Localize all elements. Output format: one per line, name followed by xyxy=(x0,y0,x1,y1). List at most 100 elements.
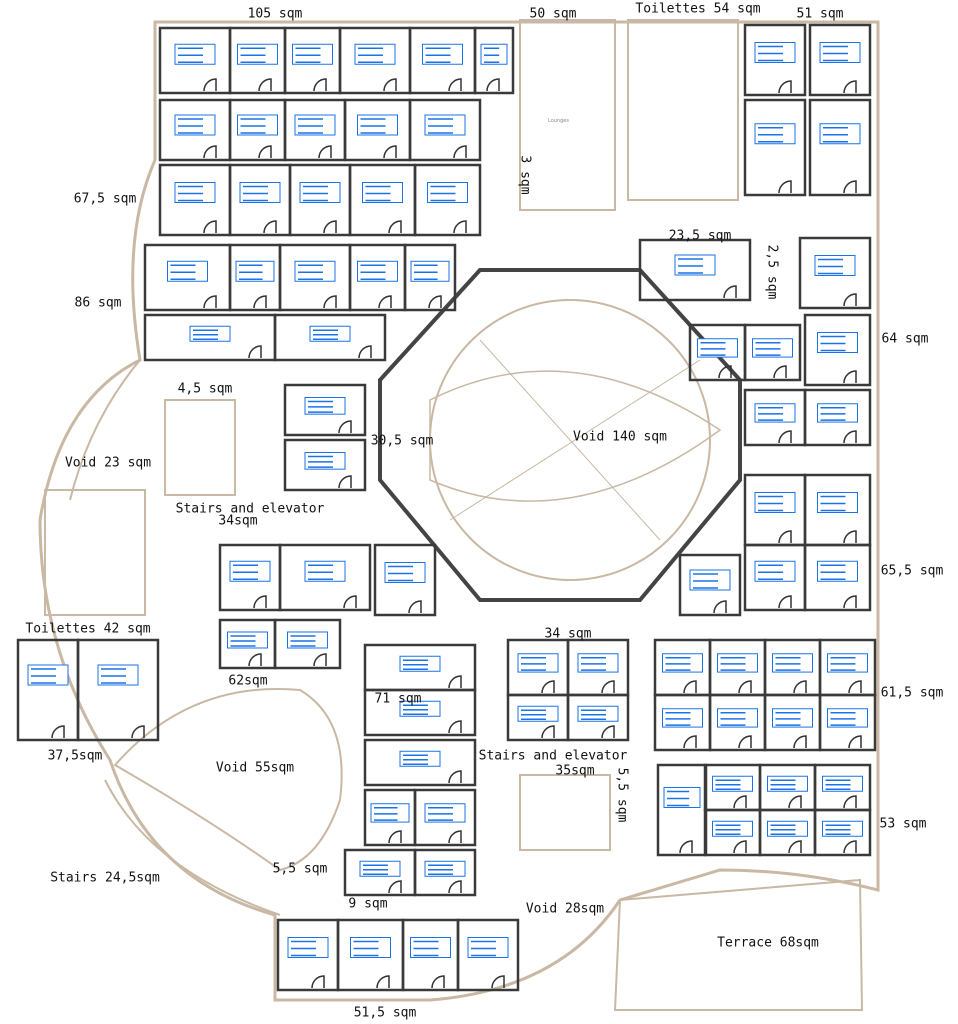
door-icon xyxy=(793,735,807,749)
room[interactable] xyxy=(758,763,817,812)
room[interactable] xyxy=(401,918,460,992)
room[interactable] xyxy=(218,618,277,670)
room[interactable] xyxy=(16,638,80,742)
door-icon xyxy=(843,840,857,854)
room-label-box xyxy=(384,562,426,583)
room[interactable] xyxy=(506,693,570,742)
door-icon xyxy=(51,725,65,739)
room[interactable] xyxy=(348,163,417,237)
room[interactable] xyxy=(703,763,762,812)
room[interactable] xyxy=(143,243,232,312)
room[interactable] xyxy=(818,693,877,752)
room-walls xyxy=(803,543,872,612)
room[interactable] xyxy=(158,98,232,162)
room[interactable] xyxy=(363,788,417,847)
room[interactable] xyxy=(338,26,412,95)
room[interactable] xyxy=(818,638,877,697)
room[interactable] xyxy=(413,848,477,897)
room[interactable] xyxy=(76,638,160,742)
room[interactable] xyxy=(708,638,767,697)
door-icon xyxy=(843,595,857,609)
room[interactable] xyxy=(743,388,807,447)
door-icon xyxy=(383,78,397,92)
room[interactable] xyxy=(278,543,372,612)
room[interactable] xyxy=(343,848,417,897)
room[interactable] xyxy=(413,163,482,237)
room[interactable] xyxy=(228,26,287,95)
room[interactable] xyxy=(218,543,282,612)
room[interactable] xyxy=(743,323,802,382)
room[interactable] xyxy=(803,473,872,547)
room[interactable] xyxy=(273,313,387,362)
room[interactable] xyxy=(703,808,762,857)
room[interactable] xyxy=(653,638,712,697)
room[interactable] xyxy=(403,243,457,312)
room[interactable] xyxy=(803,543,872,612)
door-icon xyxy=(733,840,747,854)
room[interactable] xyxy=(283,383,367,437)
room[interactable] xyxy=(813,808,872,857)
room[interactable] xyxy=(278,243,352,312)
room[interactable] xyxy=(566,693,630,742)
room-label-box xyxy=(689,569,731,591)
room[interactable] xyxy=(288,163,352,237)
room[interactable] xyxy=(656,763,708,857)
room[interactable] xyxy=(373,543,437,617)
room[interactable] xyxy=(276,918,340,992)
room[interactable] xyxy=(158,26,232,95)
room[interactable] xyxy=(283,26,342,95)
room[interactable] xyxy=(363,688,477,737)
room[interactable] xyxy=(473,26,515,95)
room[interactable] xyxy=(283,438,367,492)
room[interactable] xyxy=(408,26,477,95)
door-icon xyxy=(793,680,807,694)
room[interactable] xyxy=(348,243,407,312)
room-walls xyxy=(363,738,477,787)
door-icon xyxy=(541,725,555,739)
room[interactable] xyxy=(743,23,807,97)
room[interactable] xyxy=(798,236,872,310)
room[interactable] xyxy=(743,543,807,612)
door-icon xyxy=(733,795,747,809)
room[interactable] xyxy=(273,618,342,670)
room[interactable] xyxy=(808,23,872,97)
room[interactable] xyxy=(363,643,477,692)
room[interactable] xyxy=(343,98,412,162)
door-icon xyxy=(376,975,390,989)
room[interactable] xyxy=(638,238,752,302)
room[interactable] xyxy=(758,808,817,857)
room[interactable] xyxy=(653,693,712,752)
room[interactable] xyxy=(228,163,292,237)
room-label-box xyxy=(237,43,278,65)
door-icon xyxy=(491,975,505,989)
room[interactable] xyxy=(158,163,232,237)
room[interactable] xyxy=(743,98,807,197)
room[interactable] xyxy=(763,638,822,697)
room-walls xyxy=(803,313,872,387)
room[interactable] xyxy=(803,388,872,447)
room[interactable] xyxy=(678,553,742,617)
room[interactable] xyxy=(566,638,630,697)
room[interactable] xyxy=(408,98,482,162)
area-label-a305: 30,5 sqm xyxy=(371,434,434,449)
room[interactable] xyxy=(763,693,822,752)
room[interactable] xyxy=(743,473,807,547)
door-icon xyxy=(601,725,615,739)
room[interactable] xyxy=(228,98,287,162)
room[interactable] xyxy=(803,313,872,387)
door-icon xyxy=(428,295,442,309)
room[interactable] xyxy=(363,738,477,787)
room[interactable] xyxy=(143,313,277,362)
room[interactable] xyxy=(413,788,477,847)
room[interactable] xyxy=(708,693,767,752)
door-icon xyxy=(311,975,325,989)
door-icon xyxy=(378,295,392,309)
room[interactable] xyxy=(283,98,347,162)
room[interactable] xyxy=(813,763,872,812)
room[interactable] xyxy=(456,918,520,992)
room[interactable] xyxy=(506,638,570,697)
room-walls xyxy=(638,238,752,302)
room[interactable] xyxy=(336,918,405,992)
room[interactable] xyxy=(228,243,282,312)
room[interactable] xyxy=(808,98,872,197)
